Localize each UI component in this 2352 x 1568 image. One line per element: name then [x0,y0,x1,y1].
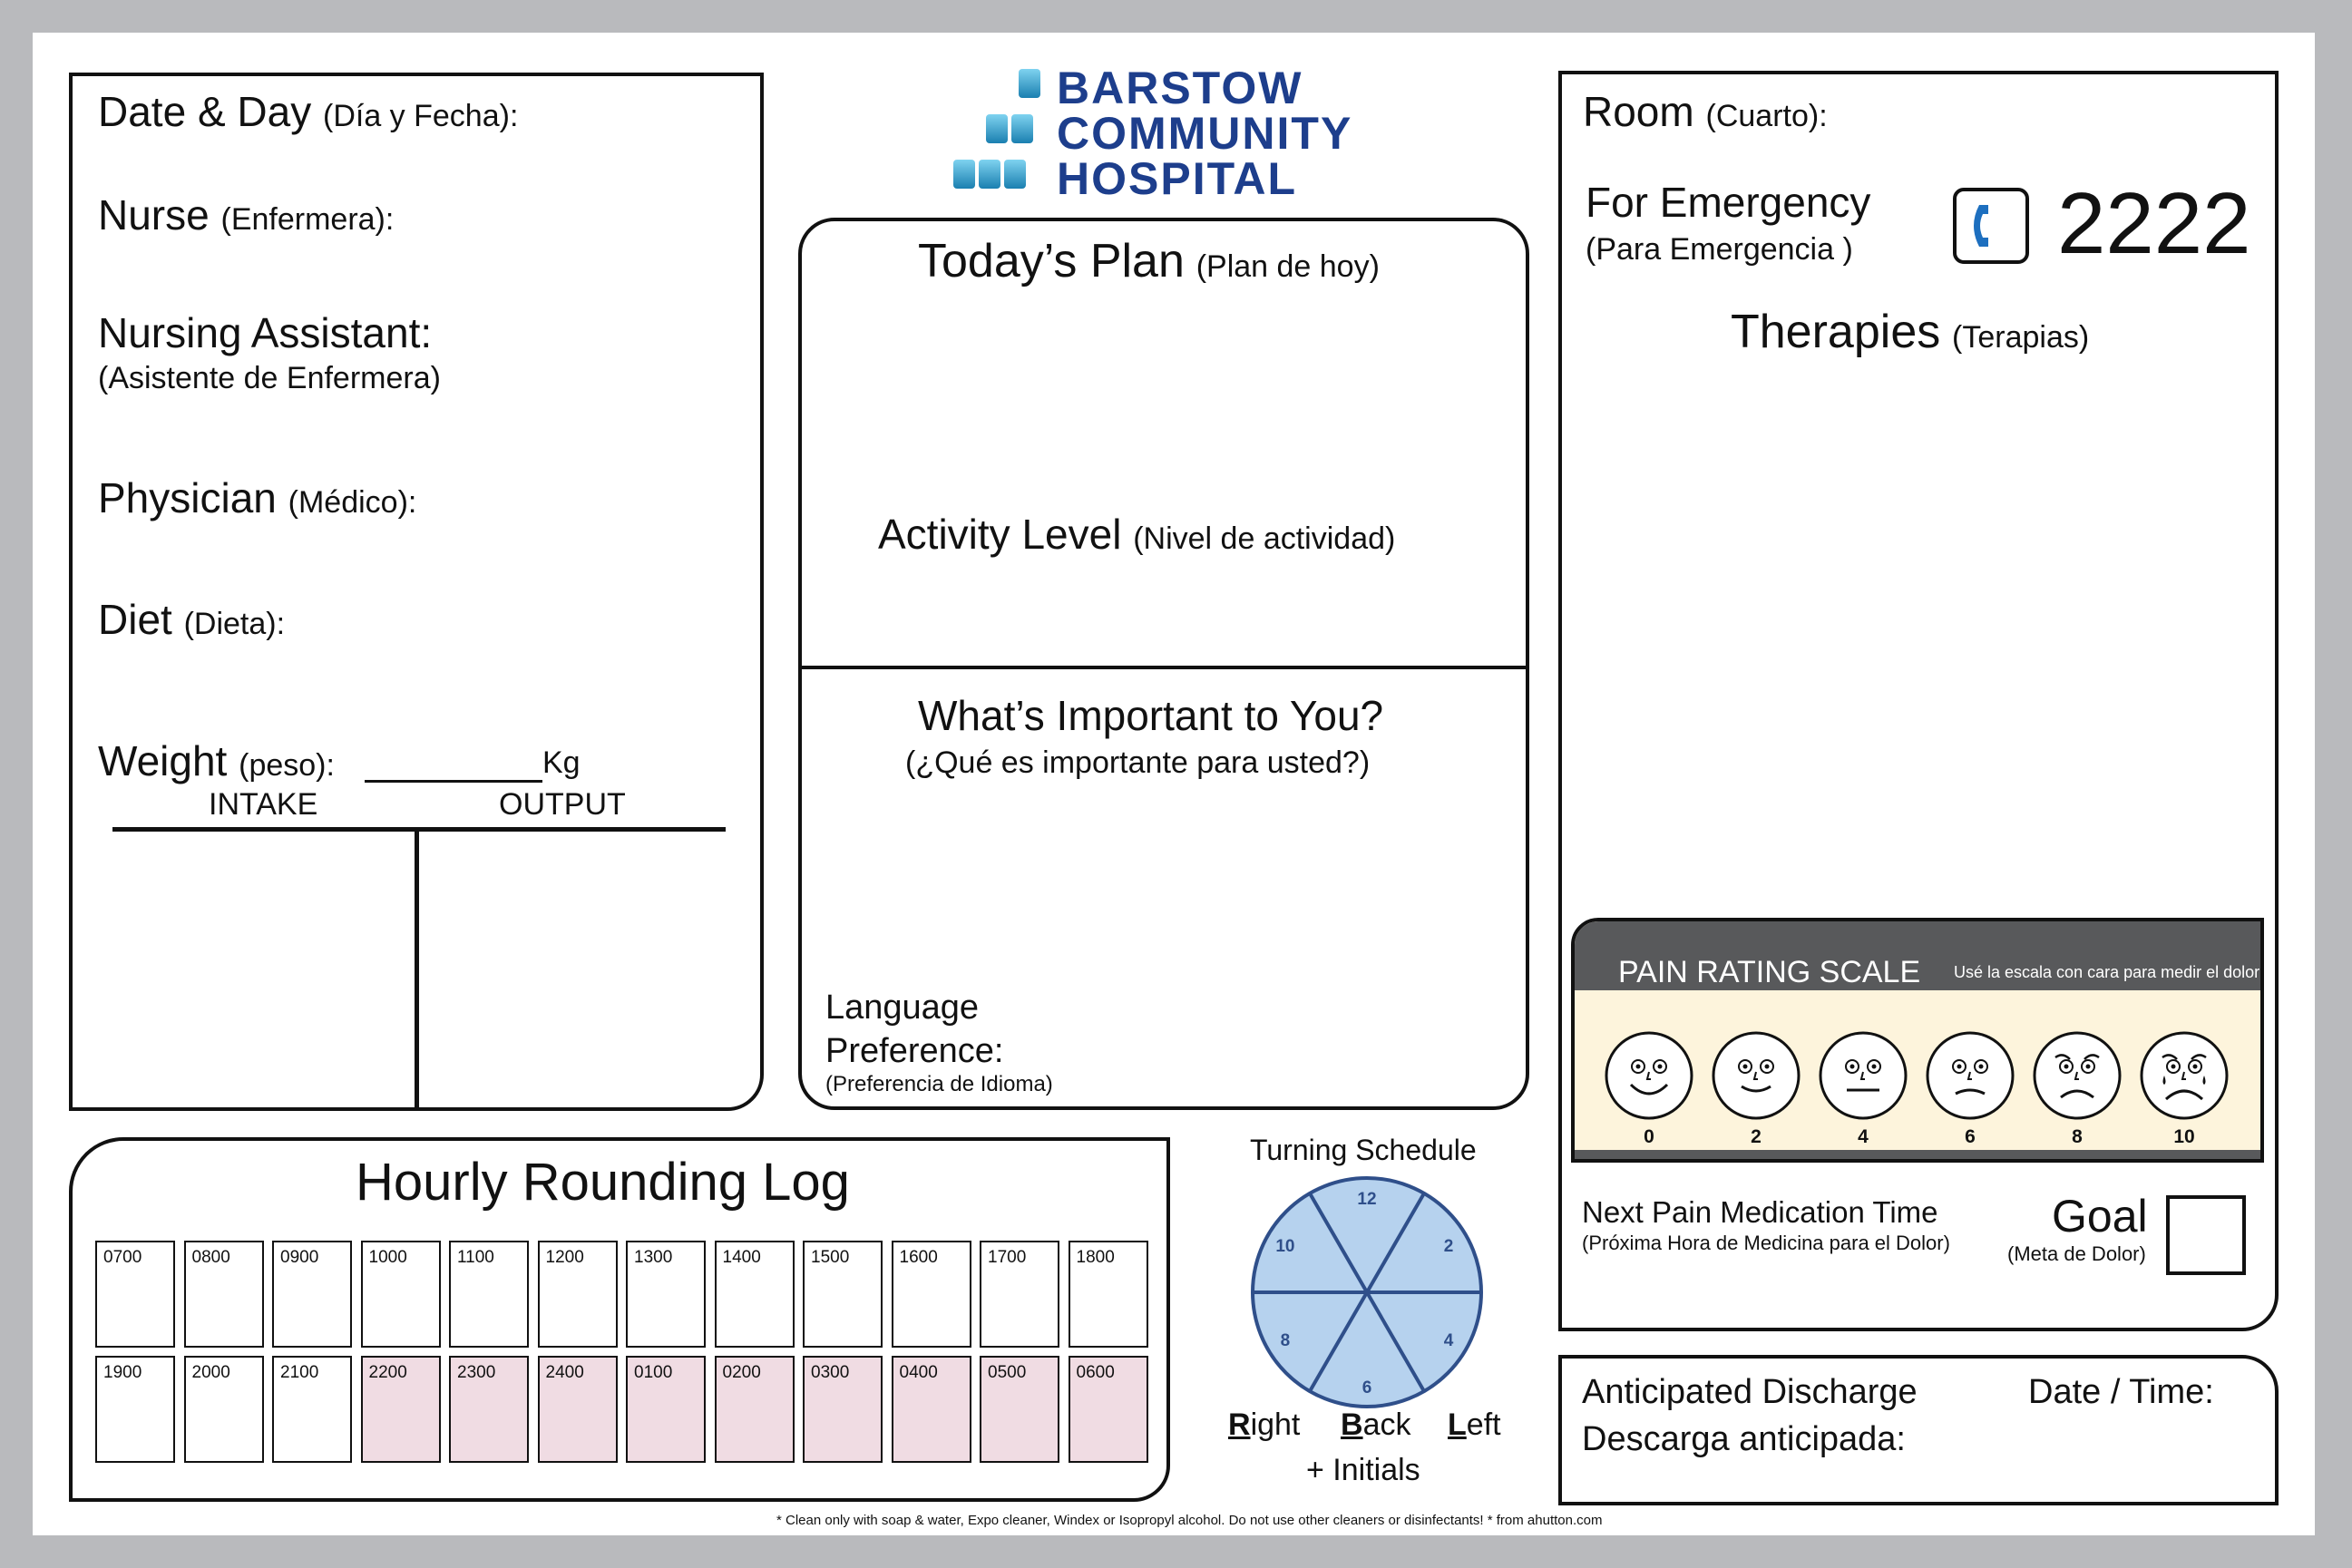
rounding-log-cell[interactable]: 2200 [360,1356,441,1463]
date-label: Date & Day (Día y Fecha): [98,88,519,135]
intake-output-divider [415,829,419,1108]
logo-line1: BARSTOW [1057,63,1303,113]
discharge-label-2: Descarga anticipada: [1582,1420,1906,1458]
rounding-log-cell[interactable]: 1200 [537,1241,618,1348]
pain-level-label: 8 [2072,1126,2083,1147]
pain-face-icon [1818,1030,1908,1121]
nursing-assistant-sub: (Asistente de Enfermera) [98,361,441,395]
activity-level-label: Activity Level (Nivel de actividad) [878,511,1396,558]
pain-level-label: 10 [2173,1126,2195,1147]
weight-unit: Kg [542,745,581,780]
clock-hour-label: 10 [1275,1237,1294,1256]
clock-hour-label: 2 [1444,1237,1454,1256]
rounding-log-cell[interactable]: 2400 [537,1356,618,1463]
turn-left-label: Left [1448,1407,1501,1442]
rounding-log-cell[interactable]: 0200 [714,1356,795,1463]
clock-hour-label: 8 [1281,1331,1291,1350]
phone-icon [1952,187,2030,265]
rounding-log-cell[interactable]: 2100 [272,1356,352,1463]
pain-face-icon [2139,1030,2230,1121]
whats-important-label: What’s Important to You? [918,692,1384,739]
weight-blank-line [365,780,542,783]
intake-header: INTAKE [209,787,318,822]
rounding-log-cell[interactable]: 0800 [183,1241,264,1348]
rounding-log-cell[interactable]: 0700 [95,1241,175,1348]
therapies-label: Therapies (Terapias) [1731,306,2090,358]
language-label-1: Language [825,989,980,1027]
emergency-number: 2222 [2057,175,2251,272]
rounding-log-cell[interactable]: 0300 [803,1356,883,1463]
weight-label: Weight (peso): [98,737,335,784]
clock-hour-label: 6 [1362,1378,1372,1398]
turn-initials-label: + Initials [1306,1453,1420,1487]
rounding-log-cell[interactable]: 0600 [1068,1356,1148,1463]
rounding-log-cell[interactable]: 0500 [980,1356,1059,1463]
turning-schedule-title: Turning Schedule [1250,1134,1477,1166]
rounding-log-title: Hourly Rounding Log [356,1153,850,1212]
turning-clock-icon: 12 2 4 6 8 10 [1251,1176,1483,1408]
pain-scale-bottom-bar [1575,1150,2260,1159]
clock-hour-label: 4 [1444,1331,1454,1350]
rounding-log-cell[interactable]: 1500 [803,1241,883,1348]
goal-label: Goal [2052,1191,2148,1242]
pain-face-icon [2032,1030,2123,1121]
logo-line3: HOSPITAL [1057,153,1298,204]
logo-line2: COMMUNITY [1057,108,1353,159]
pain-scale-sub: Usé la escala con cara para medir el dol… [1954,963,2260,981]
plan-divider [798,666,1529,669]
diet-label: Diet (Dieta): [98,596,286,643]
turn-right-label: Right [1228,1407,1301,1442]
plan-panel [798,218,1529,1110]
discharge-panel [1558,1355,2279,1505]
rounding-log-cell[interactable]: 0100 [626,1356,706,1463]
rounding-log-cell[interactable]: 0400 [891,1356,971,1463]
pain-level-label: 2 [1751,1126,1762,1147]
rounding-log-cell[interactable]: 1700 [980,1241,1059,1348]
pain-rating-scale: PAIN RATING SCALE Usé la escala con cara… [1571,918,2264,1163]
goal-box[interactable] [2166,1195,2246,1275]
rounding-log-cell[interactable]: 1100 [449,1241,529,1348]
output-header: OUTPUT [499,787,626,822]
pain-scale-title: PAIN RATING SCALE [1618,955,1921,989]
turn-back-label: Back [1341,1407,1411,1442]
next-med-sub: (Próxima Hora de Medicina para el Dolor) [1582,1232,1950,1254]
emergency-label: For Emergency [1586,179,1871,226]
rounding-log-cell[interactable]: 2300 [449,1356,529,1463]
physician-label: Physician (Médico): [98,474,417,521]
logo-blocks-icon [953,69,1040,189]
rounding-log-cell[interactable]: 0900 [272,1241,352,1348]
next-med-label: Next Pain Medication Time [1582,1195,1938,1229]
whats-important-sub: (¿Qué es importante para usted?) [905,745,1371,780]
intake-output-rule [112,827,726,832]
rounding-log-cell[interactable]: 1600 [891,1241,971,1348]
goal-sub: (Meta de Dolor) [2007,1242,2146,1265]
nursing-assistant-label: Nursing Assistant: [98,309,433,356]
rounding-log-cell[interactable]: 2000 [183,1356,264,1463]
discharge-label-1: Anticipated Discharge [1582,1373,1918,1411]
todays-plan-label: Today’s Plan (Plan de hoy) [918,235,1380,287]
nurse-label: Nurse (Enfermera): [98,191,395,239]
pain-face-icon [1604,1030,1694,1121]
footer-note: * Clean only with soap & water, Expo cle… [776,1513,1603,1528]
pain-level-label: 6 [1965,1126,1976,1147]
rounding-log-cell[interactable]: 1800 [1068,1241,1148,1348]
pain-level-label: 0 [1644,1126,1654,1147]
clock-hour-label: 12 [1357,1190,1376,1209]
discharge-date-time: Date / Time: [2028,1373,2214,1411]
rounding-log-cell[interactable]: 1900 [95,1356,175,1463]
pain-face-icon [1711,1030,1801,1121]
pain-level-label: 4 [1858,1126,1869,1147]
rounding-log-cell[interactable]: 1000 [360,1241,441,1348]
hospital-logo: BARSTOW COMMUNITY HOSPITAL [948,62,1374,207]
language-sub: (Preferencia de Idioma) [825,1072,1053,1096]
rounding-log-cell[interactable]: 1400 [714,1241,795,1348]
emergency-sub: (Para Emergencia ) [1586,232,1853,267]
pain-face-icon [1925,1030,2015,1121]
rounding-log-cell[interactable]: 1300 [626,1241,706,1348]
room-label: Room (Cuarto): [1583,88,1828,135]
turning-clock: 12 2 4 6 8 10 [1246,1172,1488,1413]
language-label-2: Preference: [825,1032,1004,1070]
pain-scale-header: PAIN RATING SCALE Usé la escala con cara… [1575,921,2260,990]
clock-divider [1308,1192,1426,1393]
